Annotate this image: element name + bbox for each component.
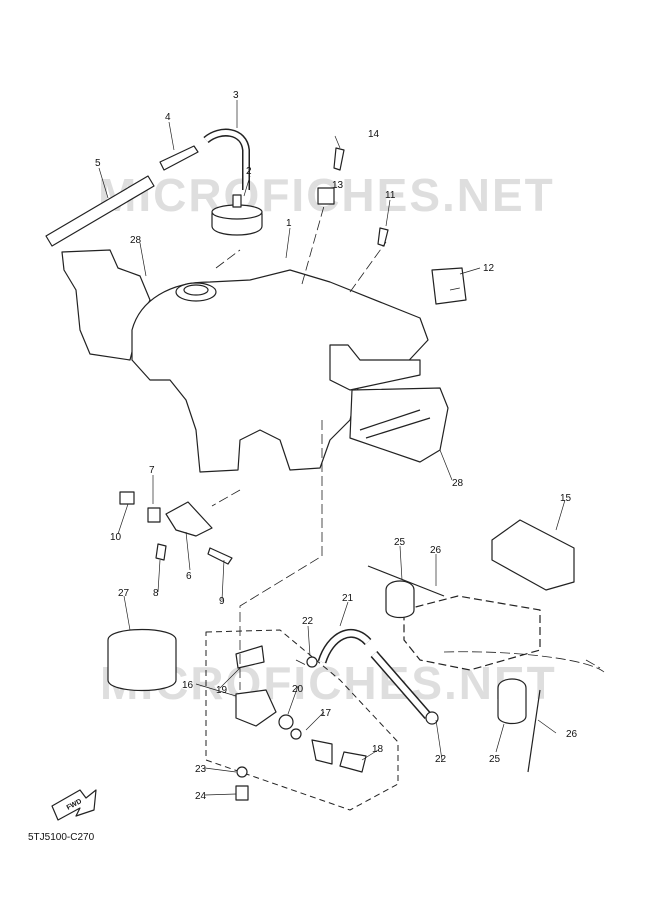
callout[interactable]: 27 — [118, 588, 130, 599]
part-26-upper-tie[interactable] — [367, 565, 445, 597]
callout[interactable]: 14 — [368, 129, 380, 140]
hose-3-inner — [204, 130, 249, 190]
part-24-plug[interactable] — [235, 785, 249, 801]
callout[interactable]: 24 — [195, 791, 207, 802]
callout[interactable]: 21 — [342, 593, 354, 604]
callout[interactable]: 22 — [435, 754, 447, 765]
callout[interactable]: 25 — [394, 537, 406, 548]
part-17-lever[interactable] — [311, 739, 333, 765]
part-1-fuel-tank[interactable] — [131, 269, 429, 473]
frame-section — [403, 595, 541, 671]
part-15-damper[interactable] — [491, 519, 575, 591]
callout[interactable]: 19 — [216, 685, 228, 696]
callout[interactable]: 15 — [560, 493, 572, 504]
part-27-damper[interactable] — [107, 628, 177, 692]
callout[interactable]: 16 — [182, 680, 194, 691]
callout[interactable]: 17 — [320, 708, 332, 719]
part-10-bolt[interactable] — [119, 491, 135, 505]
part-18-plate[interactable] — [339, 751, 367, 773]
callout[interactable]: 5 — [95, 158, 101, 169]
callout[interactable]: 11 — [385, 190, 396, 201]
part-19-filter[interactable] — [235, 645, 265, 669]
callout[interactable]: 25 — [489, 754, 501, 765]
cap-nipple — [232, 194, 242, 208]
callout[interactable]: 18 — [372, 744, 384, 755]
part-7-collar[interactable] — [147, 507, 161, 523]
part-6-bracket[interactable] — [165, 501, 213, 537]
fuel-cock-box — [205, 629, 399, 811]
callout[interactable]: 10 — [110, 532, 122, 543]
leader-lines — [98, 100, 566, 796]
part-4-valve[interactable] — [159, 145, 199, 171]
callout[interactable]: 26 — [566, 729, 578, 740]
part-14-bolt[interactable] — [333, 147, 345, 171]
callout[interactable]: 22 — [302, 616, 314, 627]
part-11-bolt[interactable] — [377, 227, 389, 247]
callout[interactable]: 28 — [452, 478, 464, 489]
connector-lines — [211, 205, 461, 690]
part-5-hose[interactable] — [45, 175, 155, 247]
hose-long-inner — [371, 652, 431, 718]
diagram-code: 5TJ5100-C270 — [28, 832, 95, 843]
part-20-gasket[interactable] — [278, 714, 294, 730]
part-22-clamp-lower[interactable] — [425, 711, 439, 725]
part-8-bolt[interactable] — [155, 543, 167, 561]
callout[interactable]: 13 — [332, 180, 344, 191]
tie-dashes — [443, 651, 605, 673]
callout[interactable]: 28 — [130, 235, 142, 246]
fwd-arrow-icon — [51, 789, 97, 821]
callout[interactable]: 9 — [219, 596, 225, 607]
callout[interactable]: 12 — [483, 263, 495, 274]
fuel-neck-inner — [183, 284, 209, 296]
part-25-upper-band[interactable] — [385, 580, 415, 619]
callout[interactable]: 26 — [430, 545, 442, 556]
shroud-stripes — [359, 409, 431, 439]
part-9-bolt[interactable] — [207, 547, 233, 565]
callout[interactable]: 1 — [286, 218, 292, 229]
callout[interactable]: 3 — [233, 90, 239, 101]
hose-21-inner — [319, 630, 371, 664]
callout[interactable]: 23 — [195, 764, 207, 775]
part-12-clip[interactable] — [431, 267, 467, 305]
part-25-lower-band[interactable] — [497, 678, 527, 725]
callout[interactable]: 7 — [149, 465, 155, 476]
callout[interactable]: 20 — [292, 684, 304, 695]
callout[interactable]: 6 — [186, 571, 192, 582]
part-23-washer[interactable] — [236, 766, 248, 778]
part-22-clamp-upper[interactable] — [306, 656, 318, 668]
shroud-shape — [329, 344, 421, 391]
part-16-fuel-cock[interactable] — [235, 689, 277, 727]
callout[interactable]: 8 — [153, 588, 159, 599]
part-3-breather-hose[interactable] — [203, 128, 250, 190]
part-17-oring[interactable] — [290, 728, 302, 740]
callouts: 1 2 3 4 5 6 7 8 9 10 11 12 13 14 15 16 1… — [95, 90, 578, 802]
part-28-right-shroud[interactable] — [349, 387, 449, 463]
part-26-lower-tie[interactable] — [527, 689, 541, 773]
callout[interactable]: 4 — [165, 112, 171, 123]
callout[interactable]: 2 — [246, 166, 252, 177]
